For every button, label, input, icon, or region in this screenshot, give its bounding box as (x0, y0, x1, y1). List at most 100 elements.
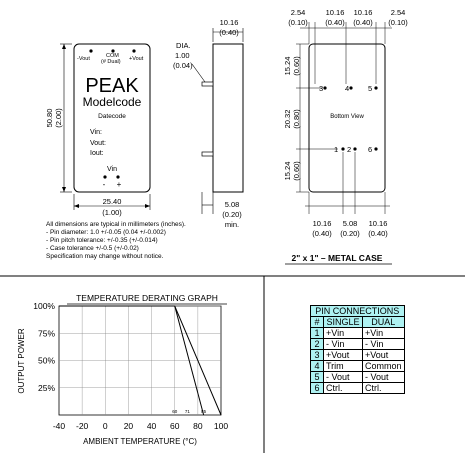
pin-dot (103, 175, 107, 179)
bv-bottom-dim-1: 10.16 (313, 219, 332, 228)
y-tick-label: 25% (38, 383, 55, 393)
series-line-2 (174, 305, 205, 416)
bv-bottom-dim-1-mm: (0.40) (312, 229, 332, 238)
bottom-pin-5: 5 (368, 84, 372, 93)
note-line: - Case tolerance +/-0.5 (+/-0.02) (46, 245, 139, 252)
pin-number-cell: 3 (310, 349, 324, 361)
small-tick-label: 85 (201, 409, 207, 414)
notes-block: All dimensions are typical in millimeter… (46, 221, 186, 261)
y-tick-labels: 100%75%50%25% (33, 301, 55, 393)
module-body (73, 43, 151, 193)
pin-length-dimension: 5.08 (225, 200, 240, 209)
model-code: Modelcode (83, 95, 142, 109)
vin-pins-title: Vin (107, 166, 117, 173)
pin-dot (89, 49, 93, 53)
pin-label-dual: (# Dual) (101, 59, 121, 65)
bv-left-dim-2-mm: (0.80) (292, 109, 301, 129)
dual-cell: +Vout (362, 349, 405, 361)
y-axis-label: OUTPUT POWER (17, 328, 26, 393)
x-tick-label: -20 (76, 421, 89, 431)
x-tick-label: 100 (214, 421, 228, 431)
side-pin-top (201, 81, 214, 87)
note-line: - Pin pitch tolerance: +/-0.35 (+/-0.014… (46, 237, 158, 244)
pin-label-neg-vout: -Vout (77, 56, 90, 62)
derating-chart: TEMPERATURE DERATING GRAPH 100%75%50%25%… (17, 293, 228, 446)
bottom-view: Bottom View 3 4 5 1 2 6 2.54 (0.10) 10.1… (283, 8, 408, 238)
x-tick-label: 80 (193, 421, 203, 431)
bottom-pin-1: 1 (334, 145, 338, 154)
side-width-dimension: 10.16 (220, 18, 239, 27)
single-cell: - Vin (323, 338, 363, 350)
pin-table-title: PIN CONNECTIONS (310, 305, 405, 317)
single-cell: Trim (323, 360, 363, 372)
bottom-pin-4: 4 (345, 84, 349, 93)
dual-cell: - Vout (362, 371, 405, 383)
pin-number-cell: 4 (310, 360, 324, 372)
table-row: 3+Vout+Vout (310, 349, 405, 361)
x-axis-label: AMBIENT TEMPERATURE (°C) (83, 437, 197, 446)
bv-top-dim-2-mm: (0.40) (325, 18, 345, 27)
chart-title: TEMPERATURE DERATING GRAPH (76, 293, 218, 303)
pin-table-header: DUAL (362, 316, 405, 328)
note-line: Specification may change without notice. (46, 253, 164, 260)
x-tick-label: 40 (147, 421, 157, 431)
pin-number-cell: 1 (310, 327, 324, 339)
y-tick-label: 50% (38, 356, 55, 366)
single-cell: +Vout (323, 349, 363, 361)
pin-table-header: # (310, 316, 324, 328)
note-line: All dimensions are typical in millimeter… (46, 221, 186, 228)
bottom-pin-6: 6 (368, 145, 372, 154)
brand-logo: PEAK (85, 75, 139, 97)
bv-left-dim-1-mm: (0.60) (292, 56, 301, 76)
vin-minus: - (103, 180, 106, 189)
side-view: 10.16 (0.40) DIA. 1.00 (0.04) 5.08 (0.20… (173, 18, 244, 229)
note-line: - Pin diameter: 1.0 +/-0.05 (0.04 +/-0.0… (46, 229, 166, 236)
bv-left-dim-3: 15.24 (283, 162, 292, 181)
single-cell: +Vin (323, 327, 363, 339)
pin-dot (116, 175, 120, 179)
case-title: 2" x 1" – METAL CASE (292, 253, 383, 263)
small-tick-label: 60 (172, 409, 178, 414)
width-dimension-mm: (1.00) (102, 208, 122, 217)
side-body (212, 43, 244, 193)
diameter-value-mm: (0.04) (173, 61, 193, 70)
x-tick-label: 60 (170, 421, 180, 431)
x-tick-label: 0 (103, 421, 108, 431)
dual-cell: - Vin (362, 338, 405, 350)
width-dimension: 25.40 (103, 197, 122, 206)
x-tick-label: -40 (53, 421, 66, 431)
y-tick-label: 100% (33, 301, 55, 311)
table-row: 1+Vin+Vin (310, 327, 405, 339)
bottom-pin-2: 2 (347, 145, 351, 154)
pin-number-cell: 2 (310, 338, 324, 350)
bv-left-dim-3-mm: (0.60) (292, 161, 301, 181)
series-layer (59, 305, 222, 416)
bv-left-dim-1: 15.24 (283, 57, 292, 76)
pin-dot (111, 49, 115, 53)
bv-top-dim-2: 10.16 (326, 8, 345, 17)
iout-label: Iout: (90, 150, 104, 157)
bottom-view-label: Bottom View (330, 114, 364, 120)
side-width-dimension-mm: (0.40) (219, 28, 239, 37)
single-cell: Ctrl. (323, 382, 363, 394)
pin-number-cell: 5 (310, 371, 324, 383)
bv-top-dim-3-mm: (0.40) (353, 18, 373, 27)
bottom-pin-3: 3 (319, 84, 323, 93)
vin-label: Vin: (90, 129, 102, 136)
bv-top-dim-1: 2.54 (291, 8, 306, 17)
bv-left-dim-2: 20.32 (283, 110, 292, 129)
single-cell: - Vout (323, 371, 363, 383)
dual-cell: Common (362, 360, 405, 372)
diameter-value: 1.00 (175, 51, 190, 60)
side-pin-bottom (201, 151, 214, 157)
bv-bottom-dim-3-mm: (0.40) (368, 229, 388, 238)
dual-cell: +Vin (362, 327, 405, 339)
pin-length-dimension-mm: (0.20) (222, 210, 242, 219)
height-dimension-mm: (2.00) (54, 108, 63, 128)
